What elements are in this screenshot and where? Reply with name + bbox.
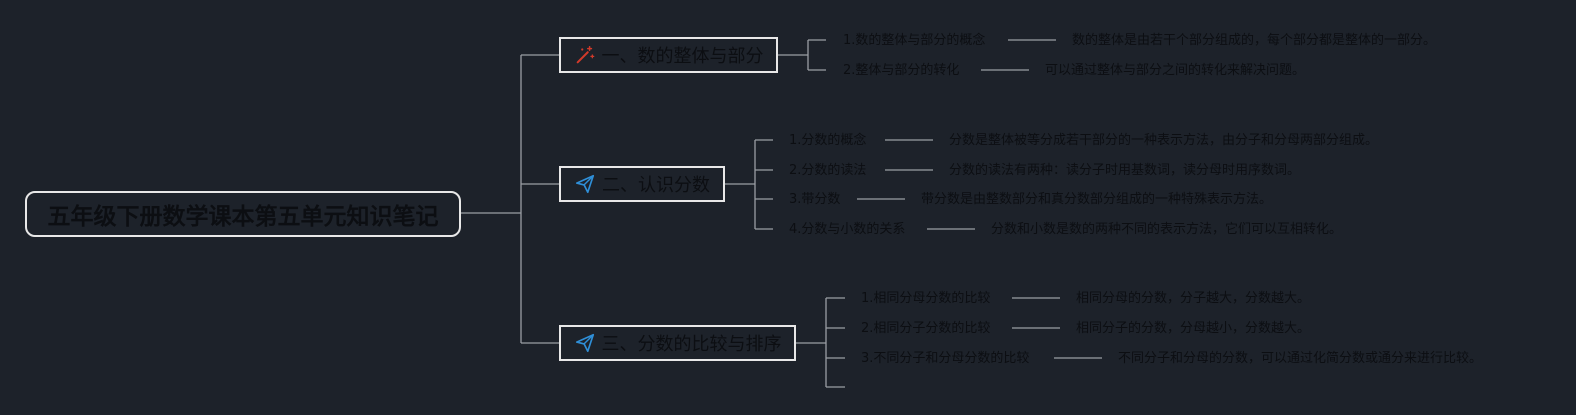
leaf-topic[interactable]: 1.分数的概念 xyxy=(789,133,867,148)
branch-know-fractions[interactable]: 二、认识分数 xyxy=(559,166,725,202)
leaf-topic[interactable]: 4.分数与小数的关系 xyxy=(789,222,906,237)
branch-title: 一、数的整体与部分 xyxy=(601,46,764,67)
leaf-topic[interactable]: 1.相同分母分数的比较 xyxy=(861,291,991,306)
leaf-detail[interactable]: 带分数是由整数部分和真分数部分组成的一种特殊表示方法。 xyxy=(921,192,1273,207)
leaf-topic[interactable]: 2.分数的读法 xyxy=(789,163,867,178)
leaf-detail[interactable]: 数的整体是由若干个部分组成的，每个部分都是整体的一部分。 xyxy=(1072,33,1437,48)
magic-wand-icon xyxy=(576,46,594,64)
leaf-topic[interactable]: 2.相同分子分数的比较 xyxy=(861,321,991,336)
leaf-detail[interactable]: 分数的读法有两种：读分子时用基数词，读分母时用序数词。 xyxy=(949,163,1301,178)
leaf-detail[interactable]: 相同分子的分数，分母越小，分数越大。 xyxy=(1076,321,1311,336)
branch-whole-and-part[interactable]: 一、数的整体与部分 xyxy=(559,37,778,73)
leaf-detail[interactable]: 相同分母的分数，分子越大，分数越大。 xyxy=(1076,291,1311,306)
leaf-topic[interactable]: 3.不同分子和分母分数的比较 xyxy=(861,351,1030,366)
branch-title: 二、认识分数 xyxy=(602,175,710,196)
leaf-topic[interactable]: 3.带分数 xyxy=(789,192,841,207)
leaf-topic[interactable]: 2.整体与部分的转化 xyxy=(843,63,960,78)
leaf-detail[interactable]: 分数和小数是数的两种不同的表示方法，它们可以互相转化。 xyxy=(991,222,1343,237)
branch-compare-and-sort[interactable]: 三、分数的比较与排序 xyxy=(559,325,796,361)
leaf-detail[interactable]: 不同分子和分母的分数，可以通过化简分数或通分来进行比较。 xyxy=(1118,351,1483,366)
leaf-detail[interactable]: 可以通过整体与部分之间的转化来解决问题。 xyxy=(1045,63,1306,78)
paper-plane-icon xyxy=(575,333,594,353)
leaf-detail[interactable]: 分数是整体被等分成若干部分的一种表示方法，由分子和分母两部分组成。 xyxy=(949,133,1379,148)
root-topic[interactable]: 五年级下册数学课本第五单元知识笔记 xyxy=(25,191,461,237)
leaf-topic[interactable]: 1.数的整体与部分的概念 xyxy=(843,33,986,48)
paper-plane-icon xyxy=(575,174,595,194)
branch-title: 三、分数的比较与排序 xyxy=(601,334,782,355)
